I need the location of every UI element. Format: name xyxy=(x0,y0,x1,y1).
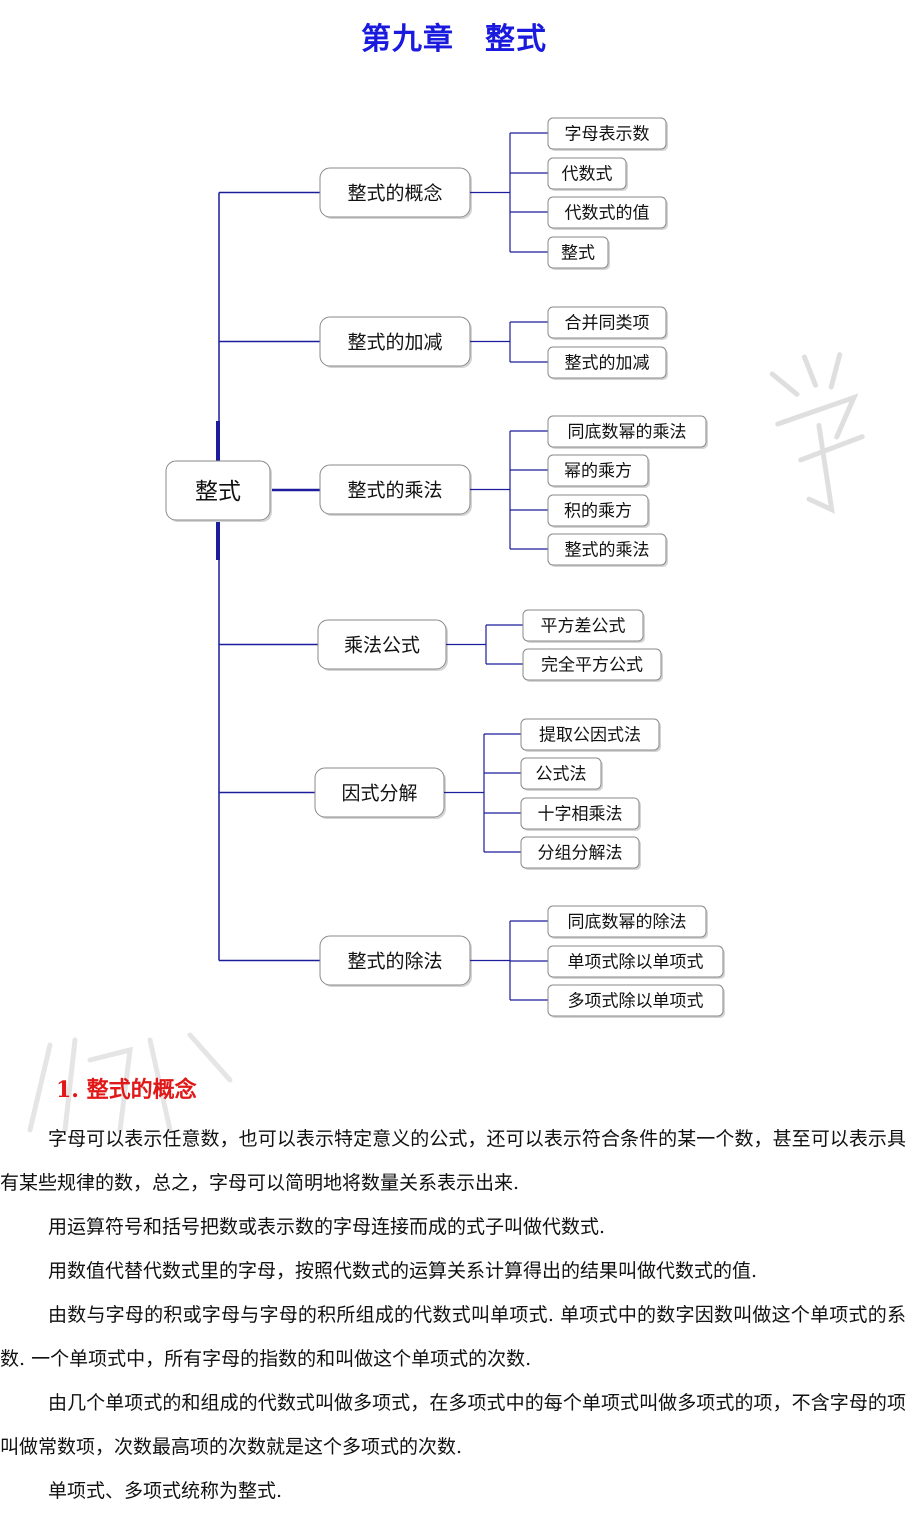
paragraph-expression-value: 用数值代替代数式里的字母，按照代数式的运算关系计算得出的结果叫做代数式的值. xyxy=(48,1260,758,1282)
branch-node: 整式的加减 xyxy=(319,316,472,368)
branch-node-label: 整式的除法 xyxy=(347,950,442,972)
leaf-node: 合并同类项 xyxy=(547,306,668,340)
leaf-node: 积的乘方 xyxy=(547,494,650,528)
leaf-node-label: 公式法 xyxy=(536,765,587,785)
paragraph-letters: 字母可以表示任意数，也可以表示特定意义的公式，还可以表示符合条件的某一个数，甚至… xyxy=(0,1128,906,1194)
leaf-node-label: 同底数幂的除法 xyxy=(568,913,687,933)
leaf-node-label: 整式的加减 xyxy=(565,354,650,374)
leaf-node: 整式的乘法 xyxy=(547,533,668,567)
leaf-node-label: 合并同类项 xyxy=(565,314,650,334)
leaf-node-label: 十字相乘法 xyxy=(538,805,623,825)
leaf-node: 同底数幂的除法 xyxy=(547,905,708,939)
leaf-node-label: 代数式 xyxy=(562,165,613,185)
leaf-node: 幂的乘方 xyxy=(547,454,650,488)
branch-node-label: 整式的加减 xyxy=(347,331,442,353)
leaf-node-label: 字母表示数 xyxy=(565,125,650,145)
leaf-node: 十字相乘法 xyxy=(520,797,641,831)
leaf-node-label: 完全平方公式 xyxy=(541,656,643,676)
leaf-node-label: 平方差公式 xyxy=(541,617,626,637)
branch-node-label: 因式分解 xyxy=(341,782,417,804)
branch-node: 整式的除法 xyxy=(319,935,472,987)
leaf-node: 同底数幂的乘法 xyxy=(547,415,708,449)
paragraph-polynomial: 由几个单项式的和组成的代数式叫做多项式，在多项式中的每个单项式叫做多项式的项，不… xyxy=(0,1392,906,1458)
paragraph-algebraic-expression: 用运算符号和括号把数或表示数的字母连接而成的式子叫做代数式. xyxy=(48,1216,606,1238)
mind-map: 整式的概念字母表示数代数式代数式的值整式整式的加减合并同类项整式的加减整式的乘法… xyxy=(165,117,725,1018)
leaf-node: 字母表示数 xyxy=(547,117,668,151)
paragraph-monomial: 由数与字母的积或字母与字母的积所组成的代数式叫单项式. 单项式中的数字因数叫做这… xyxy=(0,1304,906,1370)
paragraph-integral-expression: 单项式、多项式统称为整式. xyxy=(48,1480,283,1502)
leaf-node-label: 积的乘方 xyxy=(564,502,632,522)
leaf-node: 代数式的值 xyxy=(547,196,668,230)
leaf-node: 整式的加减 xyxy=(547,346,668,380)
leaf-node: 代数式 xyxy=(547,157,628,191)
leaf-node-label: 整式 xyxy=(561,244,595,264)
root-node: 整式 xyxy=(165,460,272,522)
leaf-node: 完全平方公式 xyxy=(522,648,663,682)
leaf-node-label: 单项式除以单项式 xyxy=(568,953,704,973)
leaf-node: 单项式除以单项式 xyxy=(547,945,725,979)
branch-node-label: 整式的概念 xyxy=(347,181,442,204)
leaf-node-label: 代数式的值 xyxy=(565,204,650,224)
leaf-node: 分组分解法 xyxy=(520,836,641,870)
leaf-node-label: 幂的乘方 xyxy=(564,462,632,482)
branch-node-label: 整式的乘法 xyxy=(347,479,442,501)
branch-node: 乘法公式 xyxy=(317,619,448,671)
leaf-node-label: 分组分解法 xyxy=(538,844,623,864)
branch-node: 整式的概念 xyxy=(319,167,472,219)
leaf-node: 平方差公式 xyxy=(522,609,645,643)
page-title: 第九章 整式 xyxy=(361,22,547,57)
section-heading: 1. 整式的概念 xyxy=(56,1077,197,1103)
branch-node-label: 乘法公式 xyxy=(344,634,420,656)
leaf-node-label: 多项式除以单项式 xyxy=(568,992,704,1012)
branch-node: 因式分解 xyxy=(314,767,446,819)
leaf-node-label: 同底数幂的乘法 xyxy=(568,423,687,443)
leaf-node: 提取公因式法 xyxy=(520,718,661,752)
leaf-node: 整式 xyxy=(547,236,610,270)
leaf-node-label: 提取公因式法 xyxy=(539,726,641,746)
leaf-node: 公式法 xyxy=(520,757,603,791)
root-node-label: 整式 xyxy=(195,479,241,505)
leaf-node: 多项式除以单项式 xyxy=(547,984,725,1018)
branch-node: 整式的乘法 xyxy=(319,464,472,516)
leaf-node-label: 整式的乘法 xyxy=(565,541,650,561)
